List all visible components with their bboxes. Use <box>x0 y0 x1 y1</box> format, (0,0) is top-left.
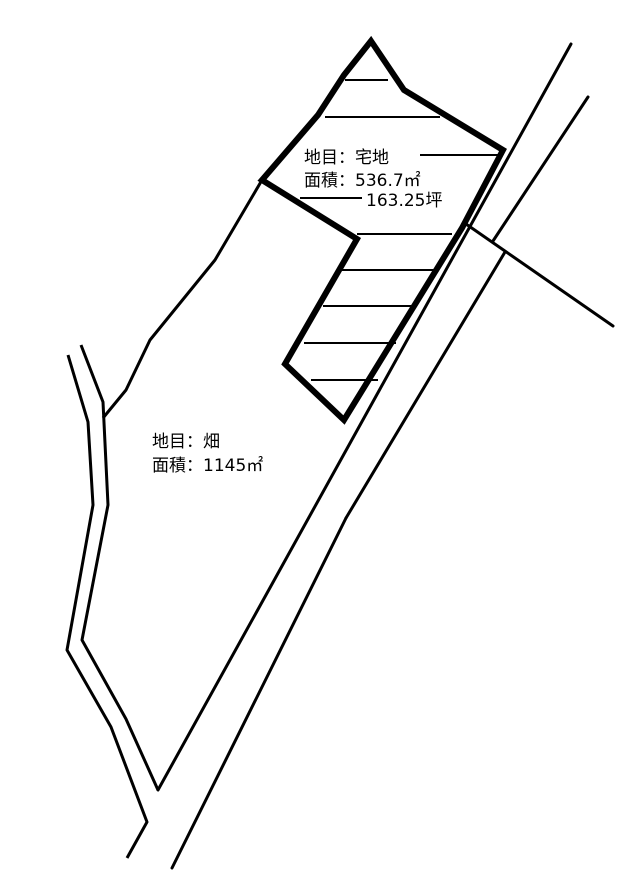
residential-category-label: 地目：宅地 <box>304 148 389 168</box>
residential-area-sqm-label: 面積：536.7㎡ <box>304 171 421 191</box>
field-plot-boundary <box>101 179 264 419</box>
waterway <box>65 344 160 859</box>
label-background <box>300 169 448 191</box>
residential-area-tsubo-label: 163.25坪 <box>366 191 442 211</box>
road-edge-outer <box>156 42 573 792</box>
label-background <box>300 146 416 168</box>
road-edge-inner-bottom <box>170 516 348 870</box>
side-road-line <box>464 222 615 328</box>
label-background <box>362 189 460 209</box>
residential-plot-hatching <box>300 79 500 381</box>
road <box>156 42 615 870</box>
road-edge-inner-upper <box>491 95 590 243</box>
residential-plot-boundary <box>257 35 507 425</box>
field-area-sqm-label: 面積：1145㎡ <box>152 456 263 476</box>
road-edge-inner-lower <box>344 250 507 520</box>
field-category-label: 地目：畑 <box>152 432 220 452</box>
waterway-line-right <box>79 344 160 791</box>
waterway-line-left <box>65 354 149 859</box>
